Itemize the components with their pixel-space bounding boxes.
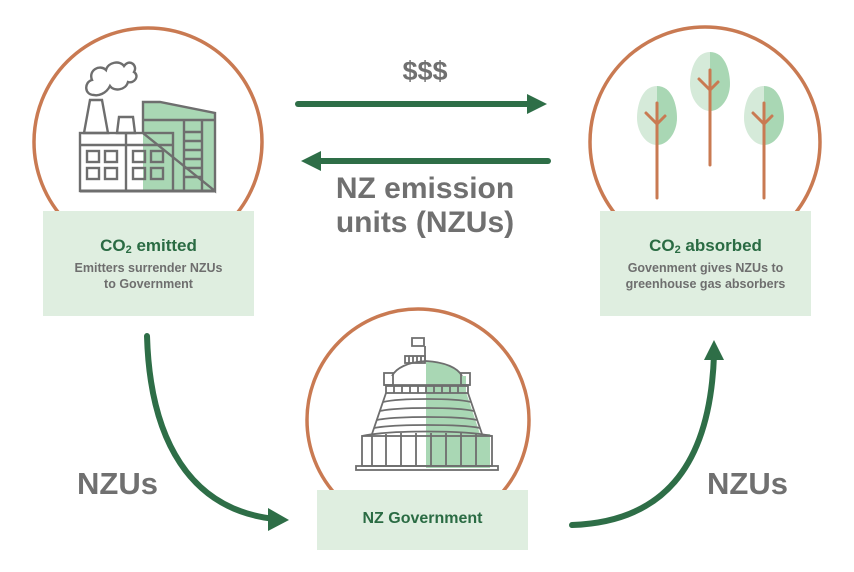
emitter-description: Emitters surrender NZUs to Government (74, 261, 223, 291)
left-nzus-label: NZUs (77, 466, 158, 501)
nzu-units-label-line2: units (NZUs) (335, 206, 515, 239)
right-nzus-label: NZUs (707, 466, 788, 501)
beehive-parliament-icon (355, 337, 499, 471)
emitter-label-box: CO2 emitted Emitters surrender NZUs to G… (43, 211, 254, 316)
government-title: NZ Government (362, 510, 483, 527)
money-label: $$$ (402, 56, 448, 86)
government-to-absorber-arrow (569, 340, 724, 528)
factory-icon (78, 61, 217, 194)
absorber-label-box: CO2 absorbed Govenment gives NZUs to gre… (600, 211, 811, 316)
absorber-description: Govenment gives NZUs to greenhouse gas a… (625, 261, 786, 291)
nzu-return-arrow (301, 151, 551, 171)
tree-middle-icon (690, 52, 730, 167)
government-label-box: NZ Government (317, 490, 528, 550)
tree-left-icon (637, 86, 677, 200)
emitter-to-government-arrow (144, 333, 289, 531)
money-arrow (295, 94, 547, 114)
nzu-units-label: NZ emission units (NZUs) (300, 172, 550, 240)
tree-right-icon (744, 86, 784, 200)
nzu-units-label-line1: NZ emission (335, 172, 515, 205)
absorber-title: CO2 absorbed (649, 236, 762, 256)
trees-icon (637, 52, 784, 200)
emitter-title: CO2 emitted (100, 236, 197, 256)
